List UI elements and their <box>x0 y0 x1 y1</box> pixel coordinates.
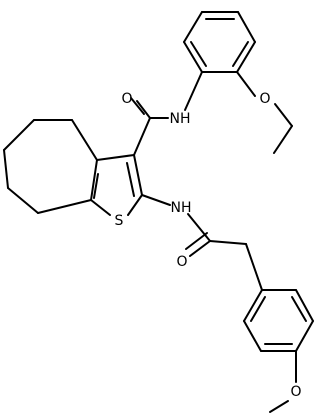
bond <box>291 296 307 322</box>
bond <box>209 240 247 245</box>
bond <box>295 320 314 352</box>
bond <box>237 11 256 43</box>
bond <box>90 159 98 201</box>
bond <box>295 289 314 322</box>
thiophene-sulfur-label: S <box>115 213 124 229</box>
bond <box>127 194 143 216</box>
carbonyl-oxygen-label: O <box>121 91 132 107</box>
bond <box>250 296 266 322</box>
bond <box>37 199 92 214</box>
bond <box>93 173 99 199</box>
bond <box>236 41 256 73</box>
bond <box>136 100 151 119</box>
bond <box>126 162 135 197</box>
bond <box>187 213 211 242</box>
bond <box>183 11 203 43</box>
bond <box>189 240 211 257</box>
bond <box>183 41 203 73</box>
bond <box>243 320 262 352</box>
bond <box>274 103 293 127</box>
bond <box>96 154 135 161</box>
bond <box>90 199 111 216</box>
bond <box>190 41 207 67</box>
atom-labels: O NH O S NH O O <box>115 91 302 400</box>
bond <box>133 154 143 196</box>
bond <box>184 71 203 111</box>
bonds <box>3 11 314 413</box>
bond <box>273 125 293 154</box>
bond <box>3 119 35 151</box>
bond <box>243 289 263 322</box>
bond <box>3 149 9 189</box>
bond <box>185 232 208 250</box>
bond <box>7 187 39 214</box>
methoxy-oxygen-label: O <box>290 384 301 400</box>
bond <box>130 97 145 115</box>
bond <box>133 117 151 156</box>
bond <box>232 41 249 67</box>
bond <box>141 194 171 206</box>
bond <box>269 400 289 413</box>
bond <box>245 243 263 291</box>
bond <box>236 71 256 97</box>
acetamide-nitrogen-label: NH <box>171 200 192 216</box>
acetamide-oxygen-label: O <box>176 254 187 270</box>
amide-nitrogen-label: NH <box>170 111 191 127</box>
ethoxy-oxygen-label: O <box>259 91 270 107</box>
bond <box>71 119 98 161</box>
